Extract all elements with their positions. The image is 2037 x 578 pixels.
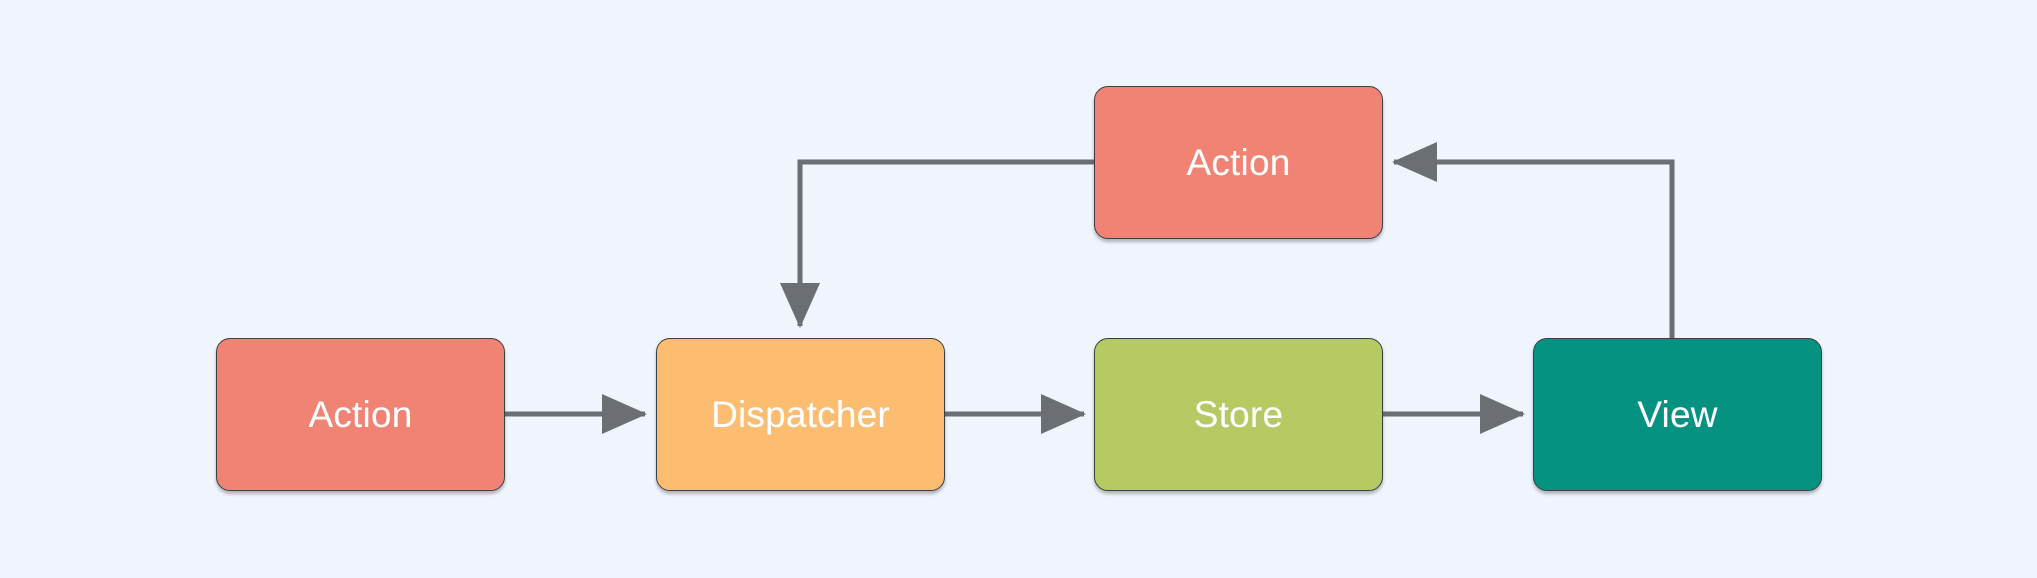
node-action-feedback-label: Action bbox=[1186, 142, 1291, 183]
node-view[interactable]: View bbox=[1533, 338, 1822, 491]
node-view-label: View bbox=[1637, 394, 1718, 435]
node-dispatcher[interactable]: Dispatcher bbox=[656, 338, 945, 491]
node-dispatcher-label: Dispatcher bbox=[711, 394, 890, 435]
node-store-label: Store bbox=[1193, 394, 1284, 435]
edge-view-to-action-feedback bbox=[1392, 142, 1675, 338]
node-store[interactable]: Store bbox=[1094, 338, 1383, 491]
node-action-feedback[interactable]: Action bbox=[1094, 86, 1383, 239]
node-action-input-label: Action bbox=[308, 394, 413, 435]
edge-action-feedback-to-dispatcher bbox=[780, 159, 1094, 328]
node-action-input[interactable]: Action bbox=[216, 338, 505, 491]
